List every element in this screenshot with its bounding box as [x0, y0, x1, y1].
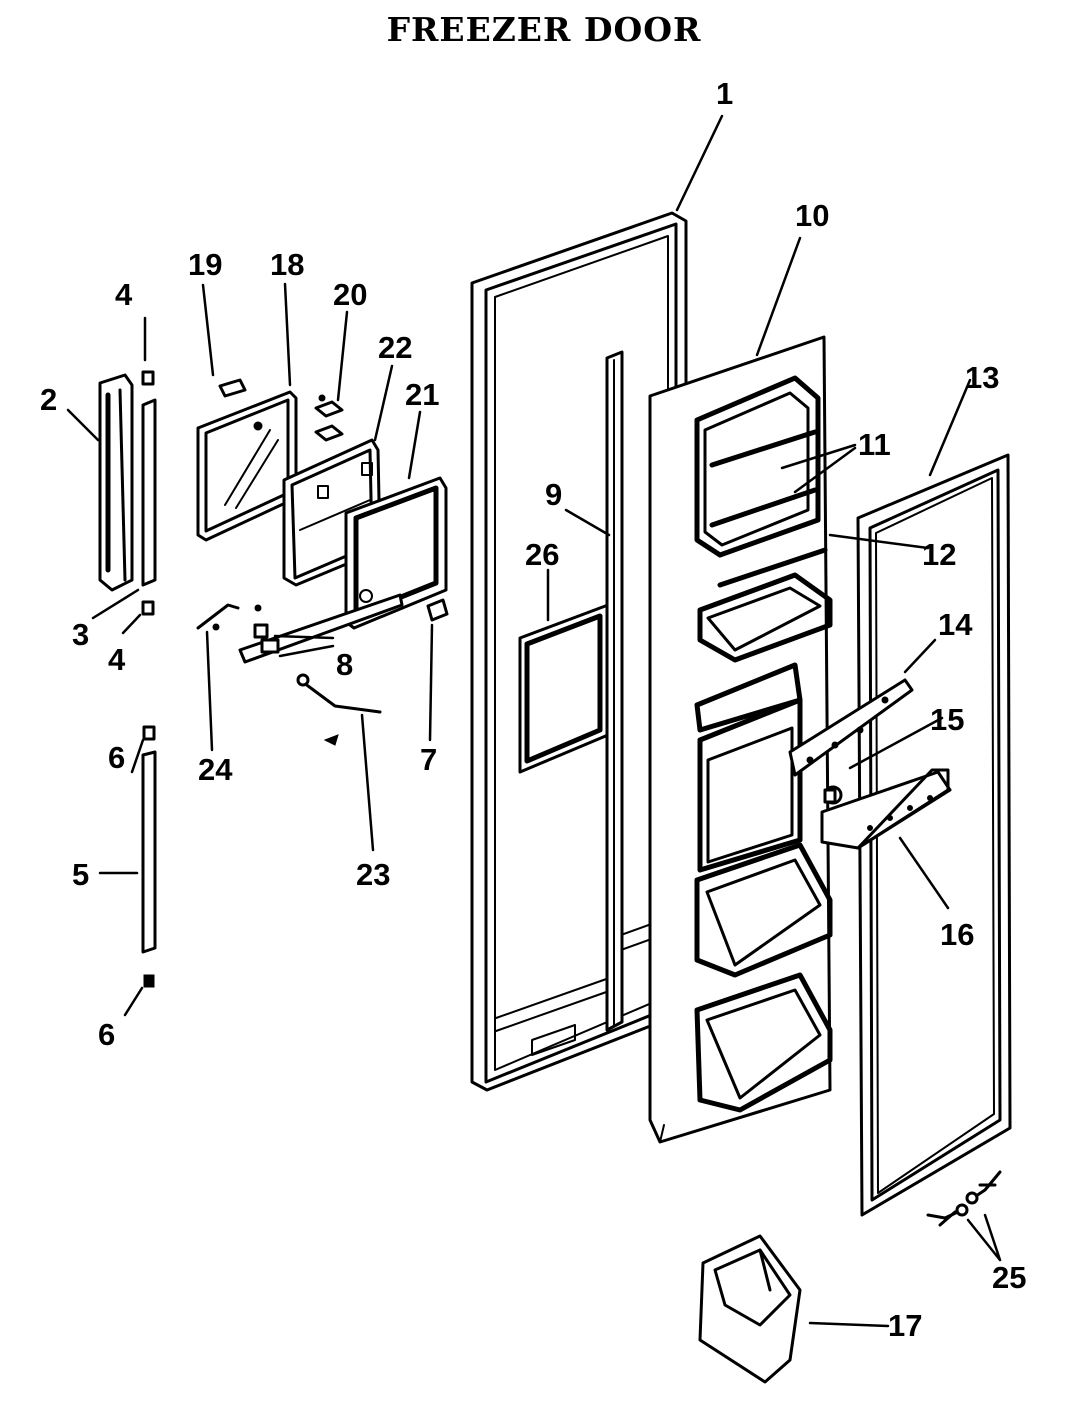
callout-4-bottom: 4 [108, 642, 126, 677]
door-handle [98, 373, 134, 592]
callout-21: 21 [405, 377, 439, 412]
diagram-title: FREEZER DOOR [386, 10, 702, 49]
callout-3: 3 [72, 617, 89, 652]
callout-16: 16 [940, 917, 974, 952]
callout-19: 19 [188, 247, 222, 282]
callout-13: 13 [965, 360, 999, 395]
callout-14: 14 [938, 607, 973, 642]
door-gasket-strip [605, 350, 624, 1032]
clip-19 [218, 378, 247, 398]
fastener-15 [823, 785, 843, 805]
end-cap-top [141, 370, 155, 386]
callout-4-top: 4 [115, 277, 133, 312]
callout-25: 25 [992, 1260, 1026, 1295]
lower-trim [141, 750, 157, 954]
handle-trim [141, 398, 157, 587]
callout-23: 23 [356, 857, 390, 892]
shelf-16 [820, 768, 952, 850]
lower-cap-bottom [143, 974, 155, 988]
leader-lines [66, 114, 1002, 1328]
glass-panel-18 [196, 390, 298, 542]
callout-2: 2 [40, 382, 57, 417]
callout-17: 17 [888, 1308, 922, 1343]
callout-18: 18 [270, 247, 304, 282]
callout-7: 7 [420, 742, 437, 777]
end-cap-bottom [141, 600, 155, 616]
lower-cap-top [142, 725, 156, 741]
callout-6-top: 6 [108, 740, 125, 775]
callout-22: 22 [378, 330, 412, 365]
callout-1: 1 [716, 76, 733, 111]
callout-20: 20 [333, 277, 367, 312]
part-7 [426, 598, 449, 622]
trim-14 [788, 678, 914, 777]
callout-8: 8 [336, 647, 353, 682]
callout-10: 10 [795, 198, 829, 233]
callout-15: 15 [930, 702, 964, 737]
callout-11: 11 [858, 427, 891, 462]
door-gasket [856, 453, 1012, 1217]
door-bin [698, 1234, 802, 1384]
switches-20 [314, 394, 344, 442]
part-24 [196, 603, 240, 631]
callout-12: 12 [922, 537, 956, 572]
callout-labels: 1 2 3 4 4 5 6 6 7 8 9 10 11 12 13 14 15 … [40, 76, 1026, 1343]
callout-24: 24 [198, 752, 233, 787]
inner-door-liner [648, 335, 833, 1144]
callout-9: 9 [545, 477, 562, 512]
callout-5: 5 [72, 857, 89, 892]
bracket-8 [238, 593, 404, 664]
linkage-23 [296, 673, 382, 746]
callout-26: 26 [525, 537, 559, 572]
callout-6-bottom: 6 [98, 1017, 115, 1052]
fasteners-25 [926, 1170, 1002, 1227]
